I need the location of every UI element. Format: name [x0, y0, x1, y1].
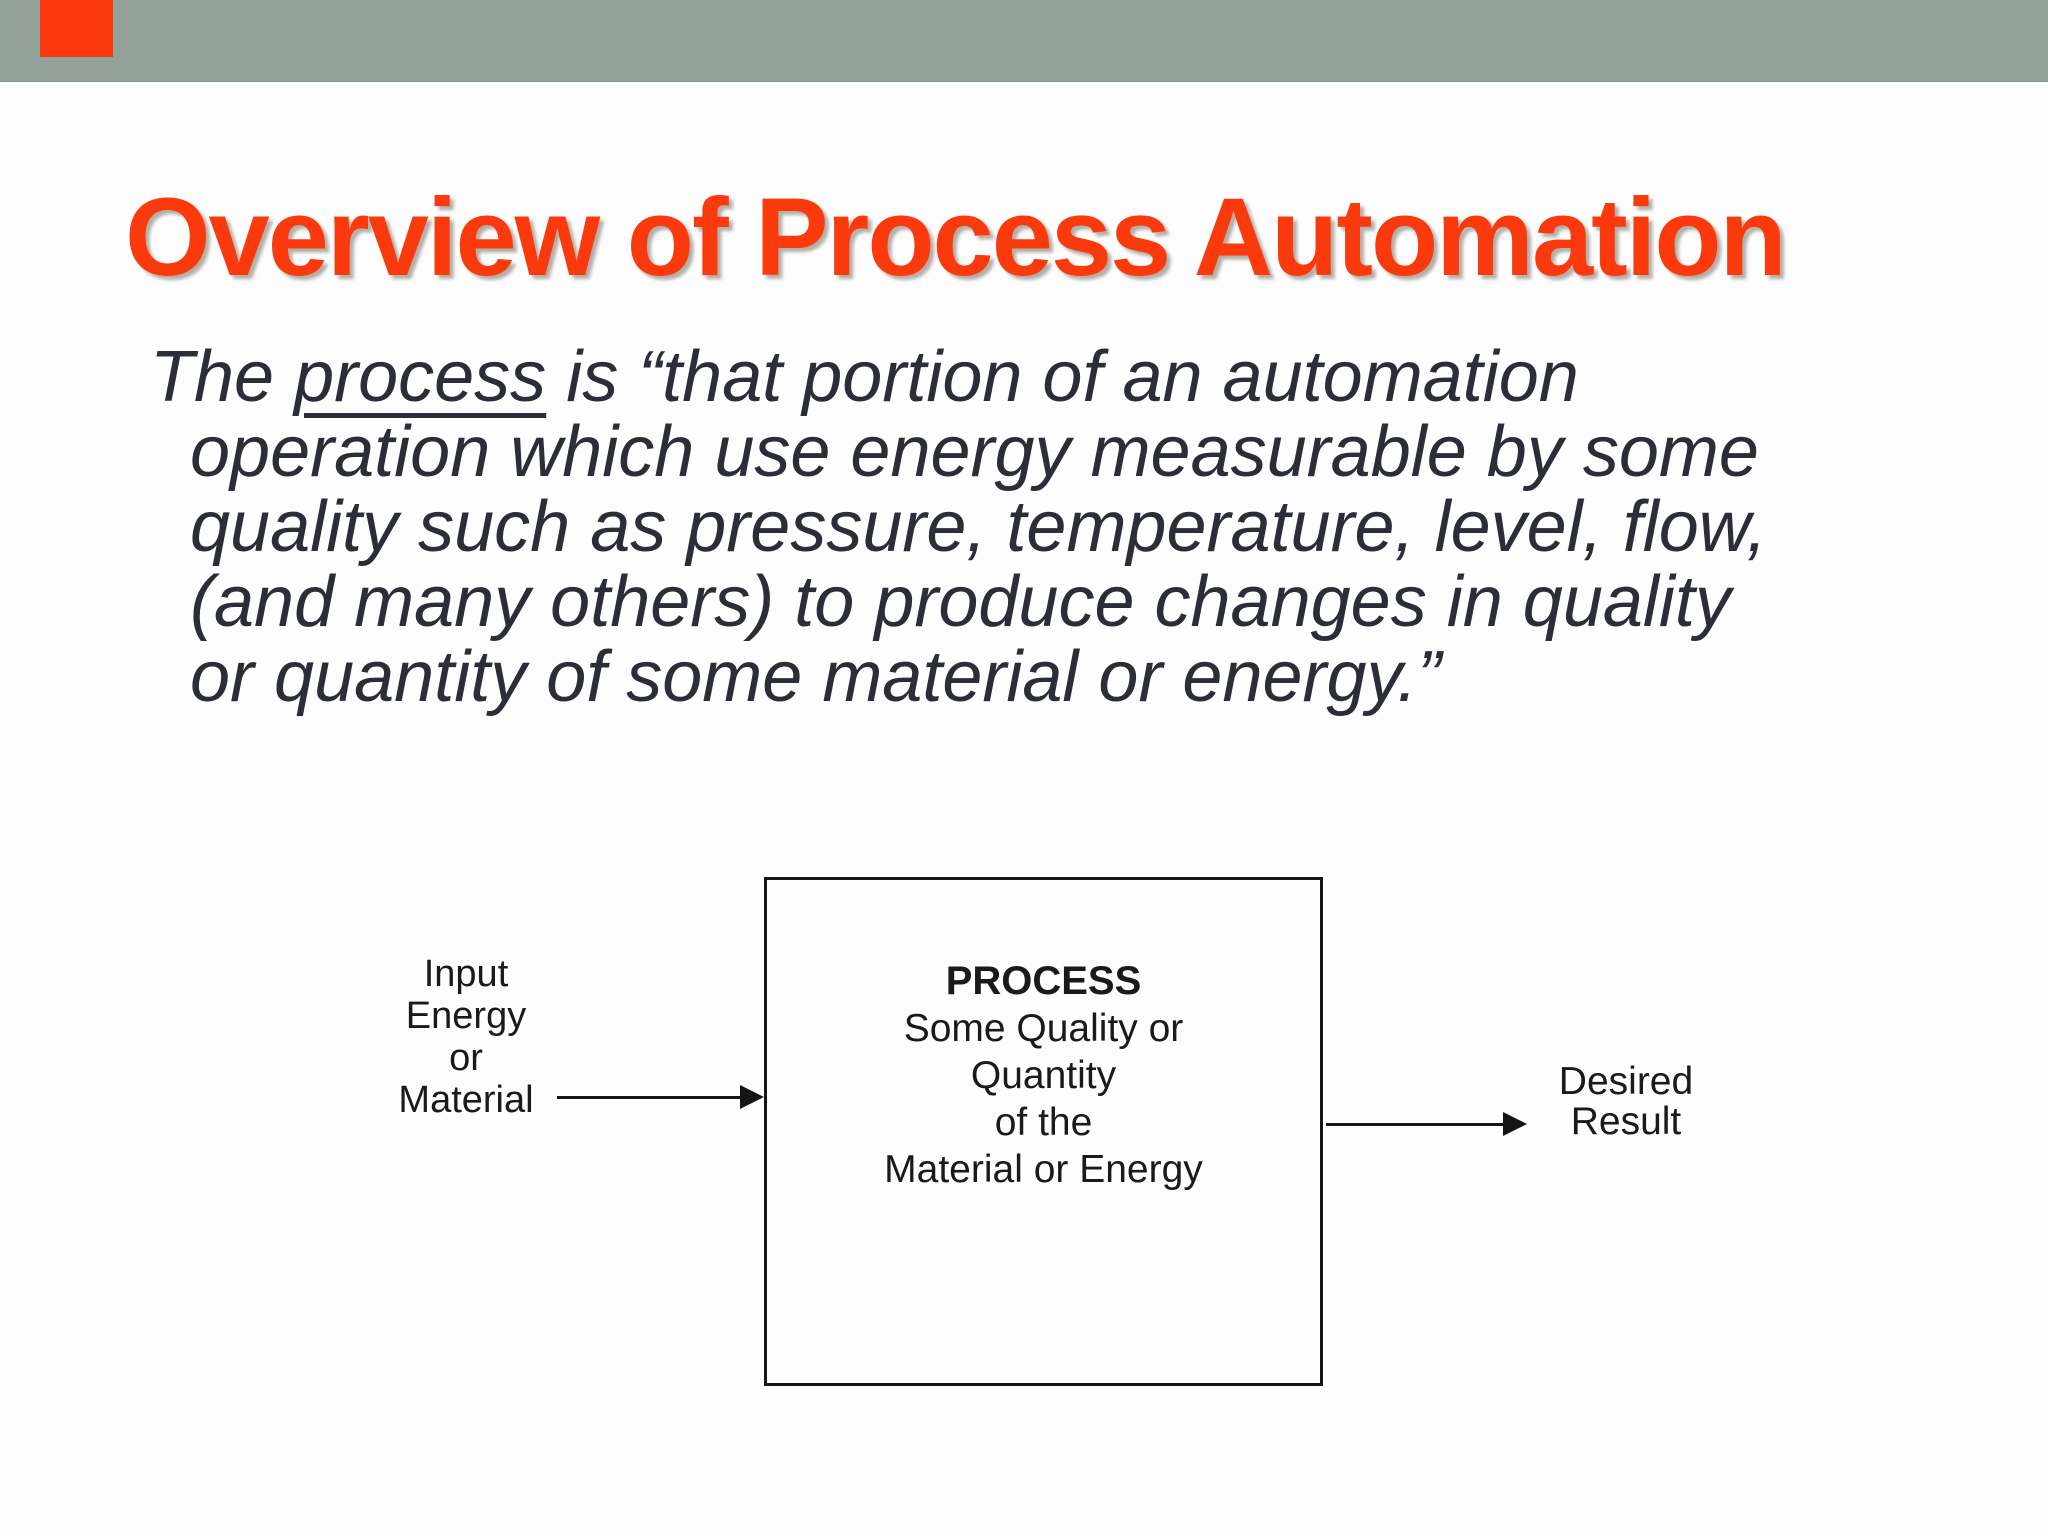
- paragraph-line-1-post: is “that portion of an automation: [546, 337, 1579, 417]
- paragraph-line-2: operation which use energy measurable by…: [190, 412, 1759, 492]
- corner-accent-rect: [40, 0, 113, 57]
- output-arrow-line: [1326, 1123, 1505, 1126]
- slide-title: Overview of Process Automation: [125, 176, 1787, 299]
- underlined-term: process: [294, 337, 547, 417]
- paragraph-line-5: or quantity of some material or energy.”: [190, 637, 1442, 717]
- paragraph-line-3: quality such as pressure, temperature, l…: [190, 487, 1767, 567]
- input-label: Input Energy or Material: [398, 953, 534, 1121]
- input-arrowhead-icon: [740, 1085, 764, 1109]
- input-arrow-line: [557, 1096, 742, 1099]
- paragraph-line-1-pre: The: [150, 337, 295, 417]
- process-box: PROCESS Some Quality or Quantity of the …: [764, 877, 1323, 1386]
- top-banner: [0, 0, 2048, 82]
- process-box-title: PROCESS: [945, 959, 1142, 1003]
- process-box-body: Some Quality or Quantity of the Material…: [884, 1007, 1203, 1191]
- paragraph-line-4: (and many others) to produce changes in …: [190, 562, 1731, 642]
- quote-paragraph: The process is “that portion of an autom…: [150, 340, 2010, 715]
- paragraph-line-1: The process is “that portion of an autom…: [150, 340, 2010, 415]
- output-arrowhead-icon: [1503, 1112, 1527, 1136]
- desired-result-label: Desired Result: [1558, 1060, 1694, 1143]
